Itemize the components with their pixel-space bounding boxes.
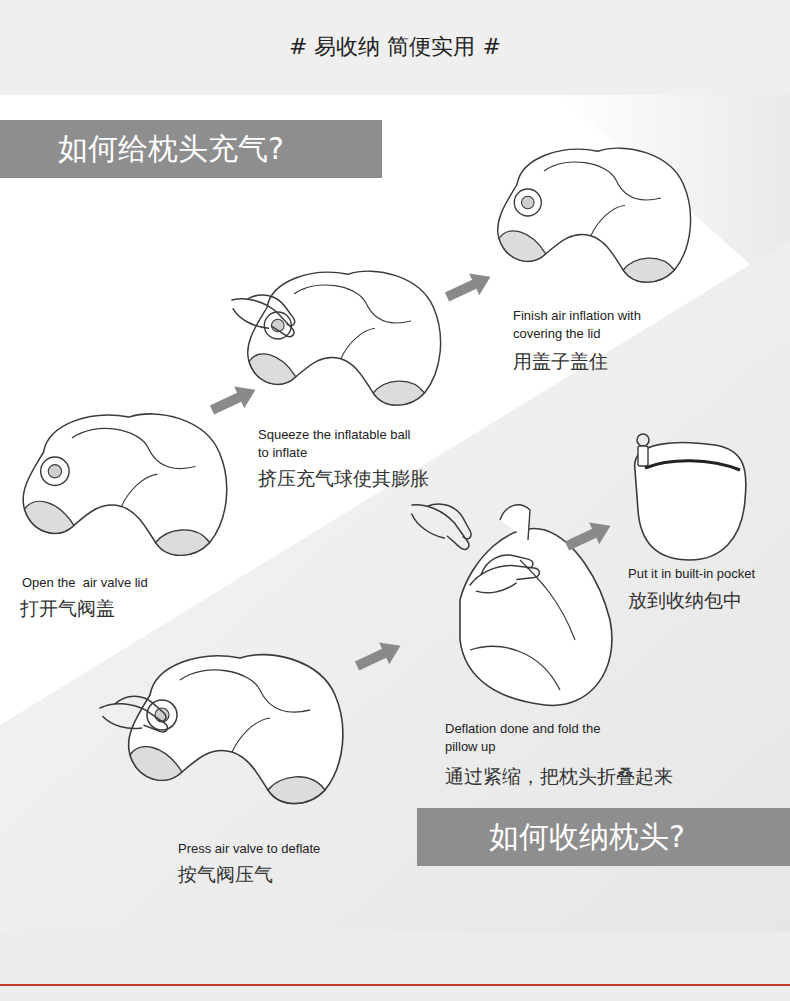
hand-figure [404,490,481,552]
drawing-part [500,505,530,540]
step-caption: Press air valve to deflate [178,840,320,858]
step-caption: 挤压充气球使其膨胀 [258,466,429,490]
step-arrow [442,266,496,308]
hand-figure [464,545,541,600]
drawing-part [638,446,648,466]
pillow-figure [129,655,343,804]
section-band: 如何收纳枕头? [417,808,790,866]
step-caption: 按气阀压气 [178,862,273,886]
step-caption: Put it in built-in pocket [628,565,755,583]
step-caption: 放到收纳包中 [628,588,742,612]
pillow-figure [498,148,691,282]
step-caption: 通过紧缩，把枕头折叠起来 [445,764,673,788]
step-caption: 用盖子盖住 [513,349,608,373]
step-caption: Squeeze the inflatable ball to inflate [258,426,418,462]
step-caption: Finish air inflation with covering the l… [513,307,678,343]
step-caption: Open the air valve lid [22,574,148,592]
step-arrow [352,635,406,677]
drawing-part [520,560,575,640]
red-rule [0,984,790,986]
step-arrow [207,379,261,421]
section-heading: 如何收纳枕头? [489,817,685,858]
hand-figure [98,691,171,733]
drawing-part [460,528,612,705]
pillow-figure [248,271,441,405]
step-caption: 打开气阀盖 [20,596,115,620]
page-title: # 易收纳 简便实用 # [0,23,790,71]
section-band: 如何给枕头充气? [0,120,382,178]
section-heading: 如何给枕头充气? [58,129,284,170]
hand-figure [227,284,304,339]
drawing-part [637,434,649,446]
pillow-figure [23,414,227,555]
drawing-part [470,646,560,690]
pocket-bag [635,434,746,560]
drawing-part [635,443,746,560]
step-arrow [562,515,616,557]
step-caption: Deflation done and fold the pillow up [445,720,610,756]
top-band [0,0,790,95]
bottom-band [0,932,790,1001]
shade [0,240,790,932]
drawing-part [645,461,740,470]
